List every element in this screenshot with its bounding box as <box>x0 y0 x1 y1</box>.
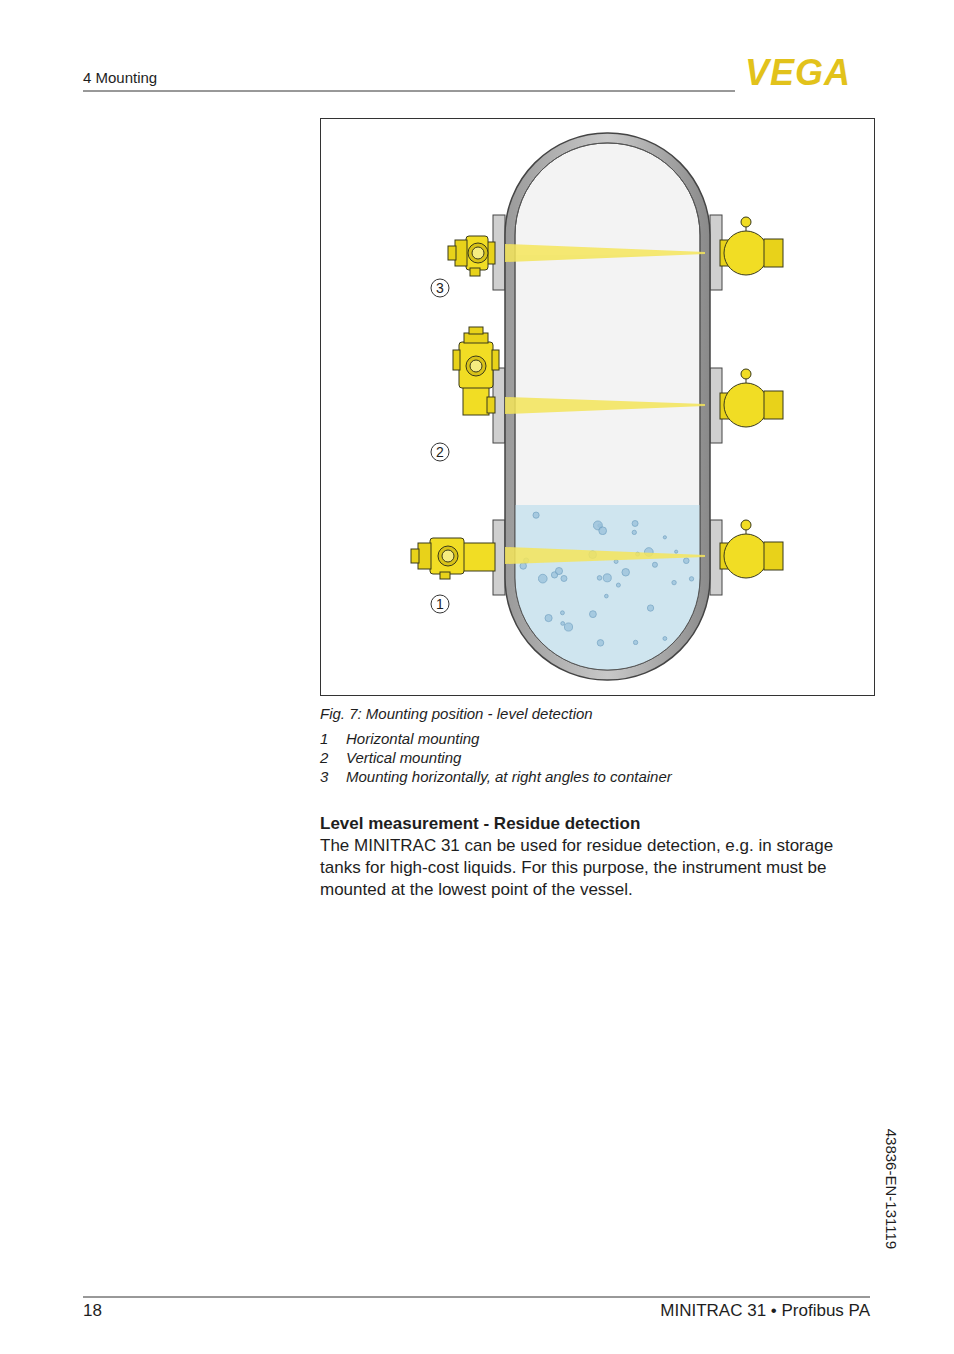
legend-number: 2 <box>320 748 340 768</box>
radiation-beams <box>505 244 705 564</box>
section-heading: Level measurement - Residue detection <box>320 813 870 835</box>
figure-frame <box>321 119 875 696</box>
callout-circles <box>431 279 449 613</box>
document-number: 43836-EN-131119 <box>881 1129 901 1299</box>
callout-number: 2 <box>430 443 450 461</box>
bubbles <box>520 512 694 657</box>
legend-text: Horizontal mounting <box>346 729 846 749</box>
brand-logo: VEGA <box>745 50 875 97</box>
header-rule <box>83 91 735 92</box>
legend-text: Vertical mounting <box>346 748 846 768</box>
detectors <box>411 236 499 579</box>
header-section: 4 Mounting <box>83 68 283 88</box>
radiation-sources <box>720 217 783 578</box>
callout-number: 3 <box>430 279 450 297</box>
liquid <box>515 505 700 670</box>
page-number: 18 <box>83 1300 143 1322</box>
legend-number: 3 <box>320 767 340 787</box>
legend-number: 1 <box>320 729 340 749</box>
vessel-wall <box>505 133 710 680</box>
footer-rule <box>83 1297 870 1298</box>
footer-title: MINITRAC 31 • Profibus PA <box>560 1300 870 1322</box>
body-paragraph: The MINITRAC 31 can be used for residue … <box>320 835 872 901</box>
legend-text: Mounting horizontally, at right angles t… <box>346 767 866 787</box>
figure-caption: Fig. 7: Mounting position - level detect… <box>320 704 870 724</box>
callout-number: 1 <box>430 595 450 613</box>
